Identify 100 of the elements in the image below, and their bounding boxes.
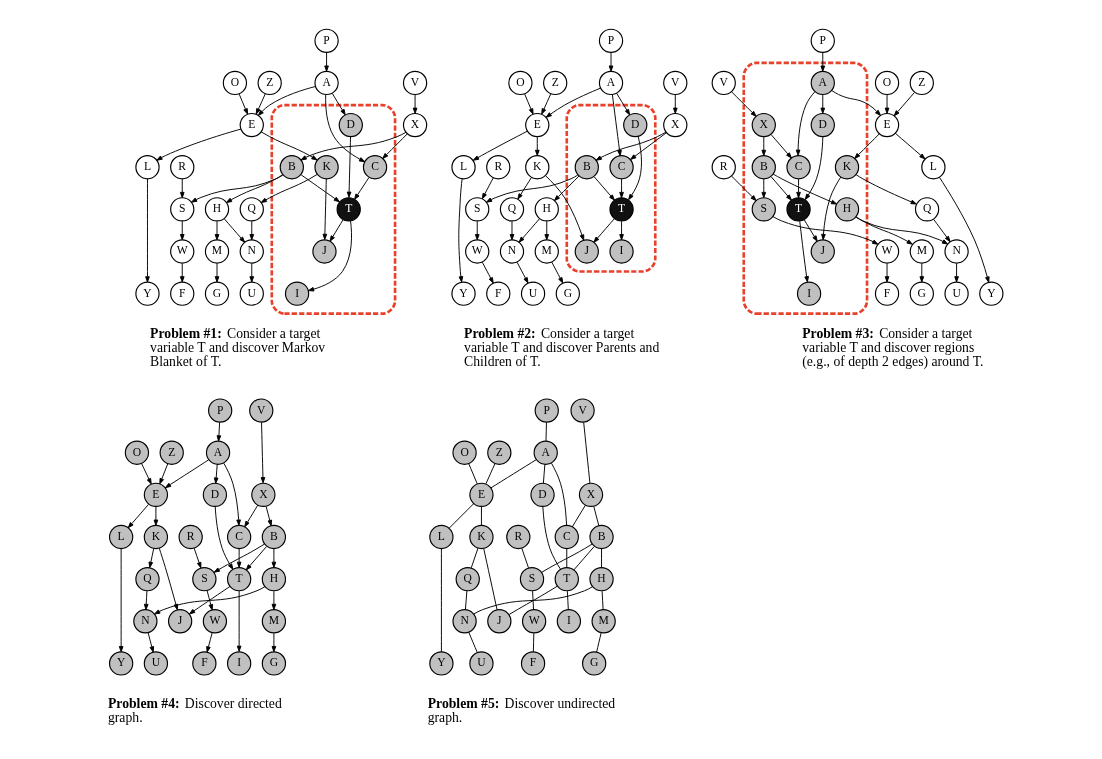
node-circle: I bbox=[608, 239, 634, 264]
node-circle: R bbox=[169, 155, 194, 180]
node-circle: X bbox=[662, 112, 687, 138]
arrow bbox=[214, 220, 219, 241]
connector bbox=[484, 463, 495, 485]
node-circle: R bbox=[178, 524, 203, 550]
arrow bbox=[144, 178, 150, 283]
arrow bbox=[381, 133, 408, 159]
node-circle: B bbox=[279, 155, 304, 180]
node-circle: G bbox=[261, 651, 286, 676]
connector bbox=[540, 543, 592, 573]
arrow bbox=[760, 136, 766, 156]
node-circle: P bbox=[313, 28, 339, 53]
arrow bbox=[618, 220, 624, 241]
arrow bbox=[608, 52, 613, 72]
node-circle: R bbox=[485, 155, 510, 180]
node-circle: Z bbox=[542, 70, 567, 96]
node-circle: Y bbox=[978, 281, 1003, 306]
node-circle: B bbox=[588, 524, 614, 550]
arrow bbox=[474, 220, 480, 241]
connector bbox=[482, 548, 497, 611]
node-circle: K bbox=[313, 155, 339, 180]
arrow bbox=[730, 175, 757, 202]
connector bbox=[601, 590, 604, 611]
arrow bbox=[153, 506, 158, 526]
node-circle: R bbox=[711, 155, 736, 180]
arrow bbox=[164, 459, 209, 489]
node-circle: O bbox=[507, 70, 533, 96]
node-circle: P bbox=[810, 28, 835, 53]
arrow bbox=[214, 506, 233, 570]
node-circle: G bbox=[581, 651, 606, 676]
arrow bbox=[271, 632, 276, 653]
node-circle: I bbox=[284, 281, 309, 306]
arrow bbox=[158, 463, 168, 485]
arrow bbox=[592, 218, 615, 243]
arrow bbox=[893, 92, 915, 117]
node-circle: D bbox=[810, 112, 835, 138]
arrow bbox=[672, 94, 678, 114]
arrow bbox=[155, 128, 241, 161]
arrow bbox=[516, 177, 532, 200]
node-circle: D bbox=[622, 112, 647, 138]
arrow bbox=[179, 263, 185, 283]
node-circle: Q bbox=[134, 566, 160, 592]
node-circle: Z bbox=[159, 440, 184, 465]
node-circle: S bbox=[191, 566, 217, 592]
node-circle: A bbox=[810, 70, 835, 96]
node-circle: U bbox=[143, 651, 168, 676]
node-circle: Z bbox=[486, 440, 511, 465]
arrow bbox=[216, 422, 221, 442]
node-circle: D bbox=[529, 482, 555, 508]
node-circle: P bbox=[598, 28, 623, 53]
arrow bbox=[884, 263, 889, 283]
cluster bbox=[741, 61, 868, 315]
arrow bbox=[553, 175, 580, 202]
node-circle: E bbox=[143, 482, 168, 508]
arrow bbox=[543, 220, 549, 241]
node-circle: V bbox=[248, 398, 273, 423]
node-circle: F bbox=[169, 281, 194, 306]
arrow bbox=[830, 90, 881, 116]
node-circle: O bbox=[222, 70, 247, 96]
arrow bbox=[213, 463, 218, 484]
node-circle: M bbox=[534, 239, 559, 264]
node-circle: O bbox=[124, 440, 149, 465]
arrow bbox=[271, 548, 276, 568]
connector bbox=[472, 586, 593, 615]
arrow bbox=[803, 219, 818, 242]
arrow bbox=[518, 218, 540, 243]
node-circle: V bbox=[569, 398, 595, 423]
node-circle: Q bbox=[499, 197, 524, 222]
arrow bbox=[329, 219, 344, 242]
arrow bbox=[353, 177, 369, 200]
connector bbox=[545, 422, 547, 442]
arrow bbox=[629, 132, 667, 160]
node-circle: W bbox=[169, 239, 194, 264]
node-circle: I bbox=[556, 609, 581, 634]
arrow bbox=[213, 543, 265, 573]
arrow bbox=[457, 178, 463, 283]
node-circle: J bbox=[311, 239, 337, 264]
node-circle: O bbox=[451, 440, 477, 465]
arrow bbox=[938, 176, 990, 283]
arrow bbox=[148, 548, 154, 568]
node-circle: I bbox=[796, 281, 821, 306]
node-circle: Z bbox=[257, 70, 282, 96]
node-circle: J bbox=[810, 239, 835, 264]
node-circle: H bbox=[834, 197, 859, 222]
node-circle: B bbox=[751, 155, 776, 180]
node-circle: R bbox=[505, 524, 530, 550]
node-circle: W bbox=[521, 609, 546, 634]
cluster bbox=[269, 103, 396, 315]
node-circle: C bbox=[785, 155, 811, 180]
node-circle: F bbox=[485, 281, 510, 306]
arrow bbox=[550, 261, 563, 284]
arrow bbox=[260, 131, 318, 161]
node-circle: S bbox=[519, 566, 544, 592]
arrow bbox=[545, 87, 601, 118]
node-circle: N bbox=[239, 239, 264, 264]
node-circle: C bbox=[226, 524, 251, 550]
node-circle: K bbox=[143, 524, 168, 550]
node-circle: L bbox=[450, 155, 476, 180]
connector bbox=[480, 506, 482, 526]
